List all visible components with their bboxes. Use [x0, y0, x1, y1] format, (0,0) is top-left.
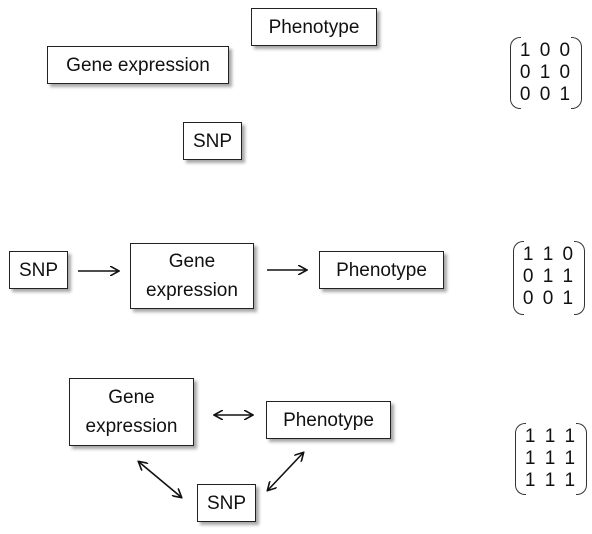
- panel3-snp-label: SNP: [206, 492, 247, 514]
- arrow-gene-snp-bidirectional: [139, 462, 181, 497]
- panel1-matrix-row: 0 1 0: [519, 62, 573, 83]
- panel2-matrix: 1 1 0 0 1 1 0 0 1: [513, 241, 585, 315]
- panel3-matrix-row: 1 1 1: [524, 470, 578, 491]
- panel3-matrix-row: 1 1 1: [524, 448, 578, 469]
- panel1-snp-box: SNP: [183, 122, 242, 160]
- panel3-gene-label-line2: expression: [85, 416, 178, 437]
- arrow-snp-phenotype-bidirectional: [268, 453, 303, 490]
- panel1-matrix-row: 1 0 0: [519, 40, 573, 61]
- panel1-gene-expression-label: Gene expression: [66, 54, 210, 76]
- panel2-gene-label-line1: Gene: [168, 251, 216, 272]
- panel3-phenotype-box: Phenotype: [266, 401, 391, 439]
- panel3-matrix: 1 1 1 1 1 1 1 1 1: [515, 423, 587, 495]
- panel2-gene-expression-box: Gene expression: [130, 243, 254, 309]
- panel3-phenotype-label: Phenotype: [283, 409, 374, 431]
- panel1-phenotype-label: Phenotype: [268, 16, 360, 38]
- panel2-snp-label: SNP: [18, 259, 59, 281]
- panel3-gene-label-line1: Gene: [108, 387, 155, 408]
- panel3-snp-box: SNP: [197, 484, 256, 522]
- panel2-phenotype-box: Phenotype: [319, 251, 444, 289]
- panel1-matrix: 1 0 0 0 1 0 0 0 1: [510, 37, 582, 109]
- panel1-snp-label: SNP: [192, 130, 233, 152]
- panel1-gene-expression-box: Gene expression: [47, 46, 229, 84]
- panel2-gene-label-line2: expression: [146, 280, 238, 301]
- panel2-matrix-row: 0 0 1: [522, 288, 576, 309]
- panel2-matrix-row: 1 1 0: [522, 244, 576, 265]
- panel1-phenotype-box: Phenotype: [251, 8, 377, 46]
- panel3-gene-expression-box: Gene expression: [69, 378, 194, 446]
- panel2-matrix-row: 0 1 1: [522, 266, 576, 287]
- panel2-phenotype-label: Phenotype: [336, 259, 427, 281]
- panel2-snp-box: SNP: [9, 251, 68, 289]
- panel3-matrix-row: 1 1 1: [524, 426, 578, 447]
- panel1-matrix-row: 0 0 1: [519, 84, 573, 105]
